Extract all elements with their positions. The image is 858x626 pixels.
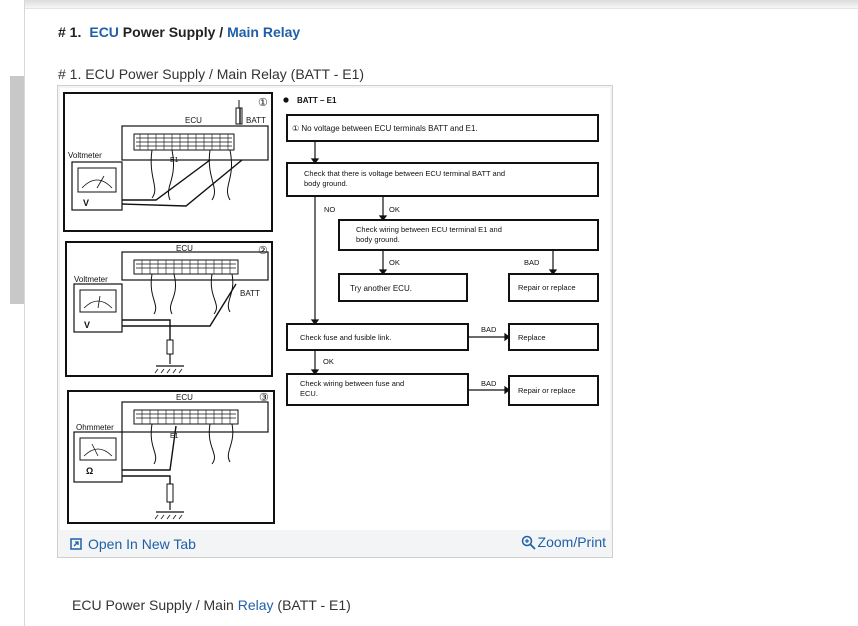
panel-1-ecu-label: ECU — [185, 116, 202, 125]
panel-2-number: ② — [258, 245, 268, 257]
flow-header: BATT – E1 — [297, 96, 337, 105]
flow-check-wiring-line-1: Check wiring between fuse and — [300, 379, 404, 388]
figure-title: # 1. ECU Power Supply / Main Relay (BATT… — [58, 66, 365, 82]
zoom-print-label: Zoom/Print — [537, 534, 606, 550]
flow-bad-label-3: BAD — [481, 379, 497, 388]
panel-1-meter-label: Voltmeter — [68, 151, 102, 160]
panel-2-ecu-label: ECU — [176, 244, 193, 253]
flow-ok-label-3: OK — [323, 357, 334, 366]
figure-toolbar: Open In New Tab Zoom/Print — [58, 530, 612, 557]
flow-step-2-line-1: Check that there is voltage between ECU … — [304, 169, 505, 178]
panel-1-e1-label: E1 — [170, 157, 179, 164]
diagram-panel-3 — [67, 390, 275, 524]
wiring-diagram[interactable]: ECU BATT E1 Voltmeter V ① ECU BATT Voltm… — [60, 88, 610, 530]
panel-2-meter-label: Voltmeter — [74, 275, 108, 284]
panel-3-number: ③ — [259, 392, 269, 404]
panel-3-ecu-label: ECU — [176, 393, 193, 402]
flow-check-wiring-line-2: ECU. — [300, 389, 318, 398]
flow-repair-replace-1: Repair or replace — [518, 283, 576, 292]
flow-step-2-line-2: body ground. — [304, 179, 348, 188]
panel-1-number: ① — [258, 97, 268, 109]
panel-1-meter-symbol: V — [83, 198, 89, 208]
flow-repair-replace-2: Repair or replace — [518, 386, 576, 395]
main-relay-link[interactable]: Main Relay — [227, 24, 301, 40]
panel-1-batt-label: BATT — [246, 116, 266, 125]
figure-caption: ECU Power Supply / Main Relay (BATT - E1… — [72, 597, 351, 613]
open-in-new-tab-label: Open In New Tab — [88, 536, 196, 552]
flow-check-fuse: Check fuse and fusible link. — [300, 333, 391, 342]
figure-container: ECU BATT E1 Voltmeter V ① ECU BATT Voltm… — [57, 85, 613, 558]
caption-prefix: ECU Power Supply / Main — [72, 597, 238, 613]
scrollbar-thumb[interactable] — [10, 76, 24, 304]
open-new-tab-icon — [70, 538, 82, 550]
zoom-print-link[interactable]: Zoom/Print — [521, 534, 606, 550]
panel-2-meter-symbol: V — [84, 320, 90, 330]
flow-replace: Replace — [518, 333, 546, 342]
panel-3-meter-symbol: Ω — [86, 466, 93, 476]
open-in-new-tab-link[interactable]: Open In New Tab — [70, 536, 196, 552]
panel-2-batt-label: BATT — [240, 289, 260, 298]
left-border — [24, 0, 25, 626]
caption-suffix: (BATT - E1) — [273, 597, 351, 613]
flow-bad-label-1: BAD — [524, 258, 540, 267]
zoom-magnifier-icon — [521, 535, 536, 550]
heading-middle: Power Supply / — [118, 24, 228, 40]
flow-ok-label-1: OK — [389, 205, 400, 214]
flowchart-lines — [283, 97, 599, 406]
flow-step-1: ① No voltage between ECU terminals BATT … — [292, 124, 478, 133]
caption-relay-link[interactable]: Relay — [237, 597, 274, 613]
flow-try-another-ecu: Try another ECU. — [350, 284, 412, 293]
flow-step-3-line-2: body ground. — [356, 235, 400, 244]
flow-no-label: NO — [324, 205, 335, 214]
ecu-link[interactable]: ECU — [89, 24, 119, 40]
section-number: # 1. — [58, 24, 82, 40]
panel-3-meter-label: Ohmmeter — [76, 423, 114, 432]
diagram-panel-2 — [65, 241, 273, 377]
flow-ok-label-2: OK — [389, 258, 400, 267]
section-heading: # 1. ECU Power Supply / Main Relay — [58, 24, 300, 40]
top-header-shadow — [24, 0, 858, 9]
panel-3-e1-label: E1 — [170, 433, 179, 440]
flow-step-3-line-1: Check wiring between ECU terminal E1 and — [356, 225, 502, 234]
diagram-panel-1 — [63, 92, 273, 232]
flow-bad-label-2: BAD — [481, 325, 497, 334]
